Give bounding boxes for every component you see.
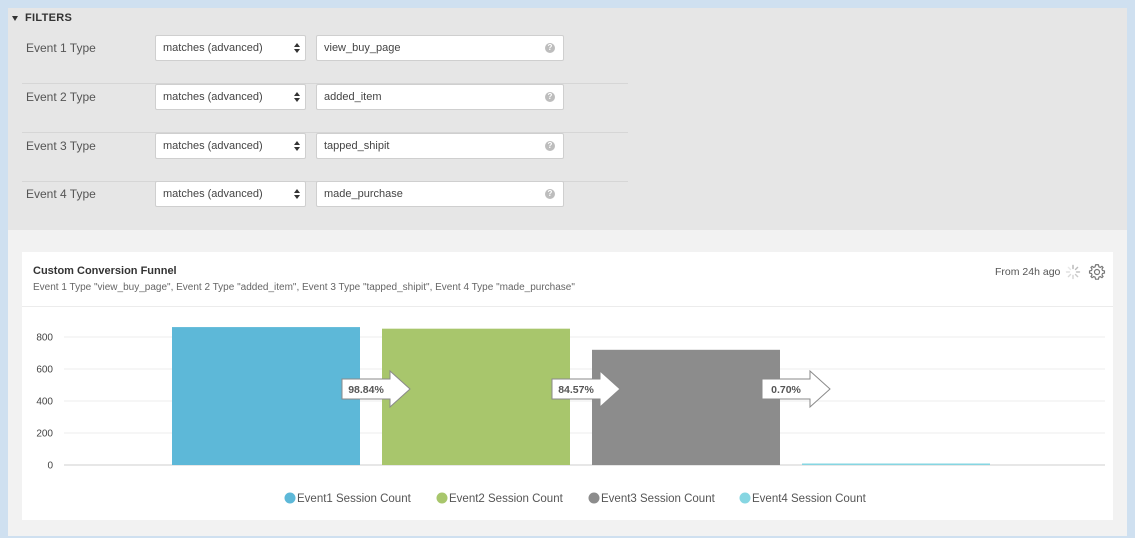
- operator-select-value: matches (advanced): [163, 188, 263, 200]
- filters-panel: FILTERS Event 1 Type matches (advanced) …: [8, 8, 1127, 230]
- event-value-text: tapped_shipit: [324, 140, 390, 152]
- caret-down-icon: [12, 15, 18, 21]
- event-value-input[interactable]: added_item ?: [316, 84, 564, 110]
- filter-label: Event 4 Type: [26, 187, 96, 201]
- event-value-text: made_purchase: [324, 188, 403, 200]
- filter-row-event-1: Event 1 Type matches (advanced) view_buy…: [22, 35, 628, 84]
- bar-4[interactable]: [802, 463, 990, 466]
- conversion-arrow: 98.84%: [341, 369, 411, 409]
- funnel-chart: 0 200 400 600 800 98.84% 84.57% 0.70% Event1 Ses…: [36, 327, 1105, 505]
- legend-marker[interactable]: [436, 492, 448, 504]
- legend-label[interactable]: Event3 Session Count: [601, 493, 716, 505]
- event-value-text: added_item: [324, 91, 382, 103]
- event-value-input[interactable]: view_buy_page ?: [316, 35, 564, 61]
- help-icon[interactable]: ?: [545, 43, 555, 53]
- legend-marker[interactable]: [588, 492, 600, 504]
- y-tick-label: 400: [36, 397, 53, 408]
- filter-label: Event 1 Type: [26, 41, 96, 55]
- operator-select[interactable]: matches (advanced): [155, 84, 306, 110]
- operator-select[interactable]: matches (advanced): [155, 133, 306, 159]
- help-icon[interactable]: ?: [545, 189, 555, 199]
- filter-label: Event 2 Type: [26, 90, 96, 104]
- conversion-arrow: 84.57%: [551, 369, 621, 409]
- event-value-input[interactable]: tapped_shipit ?: [316, 133, 564, 159]
- card-divider: [22, 306, 1113, 307]
- filter-row-event-2: Event 2 Type matches (advanced) added_it…: [22, 84, 628, 133]
- card-title: Custom Conversion Funnel: [33, 265, 177, 277]
- bar-1[interactable]: [172, 327, 360, 465]
- time-range-label[interactable]: From 24h ago: [995, 266, 1061, 278]
- funnel-card: Custom Conversion Funnel Event 1 Type "v…: [22, 252, 1113, 520]
- select-arrows-icon: [294, 92, 300, 102]
- bar-2[interactable]: [382, 328, 570, 465]
- conversion-arrow-shape: [551, 369, 621, 409]
- y-tick-label: 800: [36, 333, 53, 344]
- select-arrows-icon: [294, 189, 300, 199]
- conversion-rate-label: 84.57%: [558, 384, 594, 396]
- filter-row-event-4: Event 4 Type matches (advanced) made_pur…: [22, 181, 628, 230]
- operator-select[interactable]: matches (advanced): [155, 181, 306, 207]
- operator-select-value: matches (advanced): [163, 42, 263, 54]
- operator-select-value: matches (advanced): [163, 91, 263, 103]
- conversion-rate-label: 98.84%: [348, 384, 384, 396]
- filters-title: FILTERS: [25, 12, 73, 24]
- filter-label: Event 3 Type: [26, 139, 96, 153]
- help-icon[interactable]: ?: [545, 92, 555, 102]
- y-tick-label: 200: [36, 429, 53, 440]
- y-tick-label: 0: [47, 461, 53, 472]
- filter-row-event-3: Event 3 Type matches (advanced) tapped_s…: [22, 133, 628, 182]
- legend-marker[interactable]: [739, 492, 751, 504]
- select-arrows-icon: [294, 141, 300, 151]
- operator-select-value: matches (advanced): [163, 140, 263, 152]
- conversion-arrow-shape: [341, 369, 411, 409]
- event-value-text: view_buy_page: [324, 42, 401, 54]
- operator-select[interactable]: matches (advanced): [155, 35, 306, 61]
- bar-3[interactable]: [592, 349, 780, 465]
- y-tick-label: 600: [36, 365, 53, 376]
- conversion-arrow: 0.70%: [761, 369, 831, 409]
- conversion-rate-label: 0.70%: [771, 384, 801, 396]
- select-arrows-icon: [294, 43, 300, 53]
- event-value-input[interactable]: made_purchase ?: [316, 181, 564, 207]
- filters-toggle[interactable]: FILTERS: [12, 11, 72, 25]
- legend-label[interactable]: Event4 Session Count: [752, 493, 867, 505]
- help-icon[interactable]: ?: [545, 141, 555, 151]
- legend-label[interactable]: Event1 Session Count: [297, 493, 412, 505]
- page-frame: FILTERS Event 1 Type matches (advanced) …: [8, 8, 1127, 536]
- gear-icon[interactable]: [1088, 263, 1106, 281]
- conversion-arrow-shape: [761, 369, 831, 409]
- legend-label[interactable]: Event2 Session Count: [449, 493, 564, 505]
- legend-marker[interactable]: [284, 492, 296, 504]
- card-subtitle: Event 1 Type "view_buy_page", Event 2 Ty…: [33, 282, 575, 293]
- loading-spinner-icon: [1065, 264, 1081, 280]
